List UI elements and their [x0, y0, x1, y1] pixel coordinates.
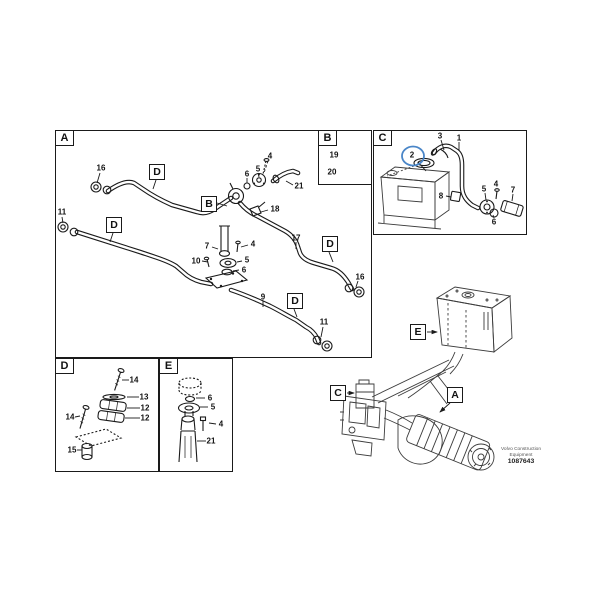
leader-line: [216, 202, 228, 207]
leader-line: [320, 326, 324, 338]
part-label-5: 5: [210, 402, 216, 412]
panel-tab-c: C: [373, 130, 392, 146]
leader-line: [61, 216, 64, 224]
part-label-4: 4: [493, 179, 499, 189]
part-label-4: 4: [250, 239, 256, 249]
part-label-4: 4: [218, 419, 224, 429]
upper-connector-assembly: [227, 158, 299, 217]
panel-e-filler-art: [177, 377, 207, 463]
part-label-10: 10: [191, 256, 201, 266]
panel-c-tank-art: [377, 146, 524, 230]
part-label-12: 12: [140, 413, 150, 423]
part-label-3: 3: [437, 131, 443, 141]
leader-line: [96, 172, 101, 184]
panel-tab-e: E: [159, 358, 178, 374]
leader-line: [440, 139, 445, 151]
callout-box-d: D: [106, 217, 122, 233]
part-label-5: 5: [481, 184, 487, 194]
part-label-17: 17: [291, 233, 301, 243]
leader-line: [211, 246, 219, 250]
panel-tab-b: B: [318, 130, 337, 146]
leader-line: [240, 244, 249, 248]
part-label-16: 16: [96, 163, 106, 173]
part-label-2: 2: [409, 150, 415, 160]
part-label-16: 16: [355, 272, 365, 282]
part-label-6: 6: [491, 217, 497, 227]
pipe-end-nut-lower-right: [312, 335, 333, 352]
leader-line: [152, 179, 157, 190]
part-label-8: 8: [438, 191, 444, 201]
part-label-6: 6: [207, 393, 213, 403]
leader-line: [293, 308, 298, 318]
part-label-21: 21: [206, 436, 216, 446]
panel-a: [55, 130, 372, 358]
part-label-14: 14: [65, 412, 75, 422]
watermark-line-1: Volvo Construction: [501, 447, 541, 452]
callout-box-d: D: [287, 293, 303, 309]
part-label-7: 7: [510, 185, 516, 195]
leader-line: [445, 195, 452, 198]
part-label-14: 14: [129, 375, 139, 385]
part-label-4: 4: [267, 151, 273, 161]
leader-line: [257, 172, 260, 178]
leader-line: [201, 260, 209, 263]
part-label-13: 13: [139, 392, 149, 402]
pipe-end-nut-upper-left: [90, 181, 112, 195]
overview-machine-art: [340, 286, 513, 471]
panel-a-pipes-art: [57, 158, 365, 352]
panel-e: [159, 358, 233, 472]
part-label-11: 11: [319, 317, 329, 327]
part-label-20: 20: [327, 167, 337, 177]
part-label-1: 1: [456, 133, 462, 143]
panel-d-clamp-art: [74, 367, 127, 461]
figure-number: 1087643: [507, 458, 535, 465]
part-label-11: 11: [57, 207, 67, 217]
watermark-line-2: Equipment: [509, 453, 533, 458]
pipe-end-nut-upper-right: [344, 283, 365, 298]
leader-line: [236, 260, 243, 263]
leader-line: [492, 214, 495, 219]
middle-vertical-assembly: [203, 225, 249, 289]
part-label-9: 9: [260, 292, 266, 302]
highlight-circle: [401, 145, 425, 167]
leader-line: [355, 280, 359, 288]
part-label-7: 7: [204, 241, 210, 251]
leader-line: [74, 415, 81, 418]
callout-box-e: E: [410, 324, 426, 340]
part-label-19: 19: [329, 150, 339, 160]
part-label-12: 12: [140, 403, 150, 413]
panel-c: [373, 130, 527, 235]
leader-line: [511, 193, 514, 202]
part-label-5: 5: [255, 164, 261, 174]
leader-line: [109, 232, 114, 243]
panel-d: [55, 358, 159, 472]
callout-box-a: A: [447, 387, 463, 403]
leader-line: [263, 160, 269, 174]
part-label-6: 6: [244, 169, 250, 179]
leader-line: [208, 422, 217, 425]
callout-box-d: D: [149, 164, 165, 180]
callout-box-c: C: [330, 385, 346, 401]
panel-tab-d: D: [55, 358, 74, 374]
leader-line: [260, 209, 269, 213]
panel-tab-a: A: [55, 130, 74, 146]
part-label-6: 6: [241, 265, 247, 275]
part-label-15: 15: [67, 445, 77, 455]
part-label-21: 21: [294, 181, 304, 191]
part-label-5: 5: [244, 255, 250, 265]
leader-line: [328, 251, 334, 263]
callout-box-d: D: [322, 236, 338, 252]
part-label-18: 18: [270, 204, 280, 214]
leader-line: [484, 192, 487, 201]
callout-box-b: B: [201, 196, 217, 212]
leader-line: [232, 269, 240, 272]
leader-line: [285, 180, 294, 186]
leader-line: [439, 402, 451, 413]
